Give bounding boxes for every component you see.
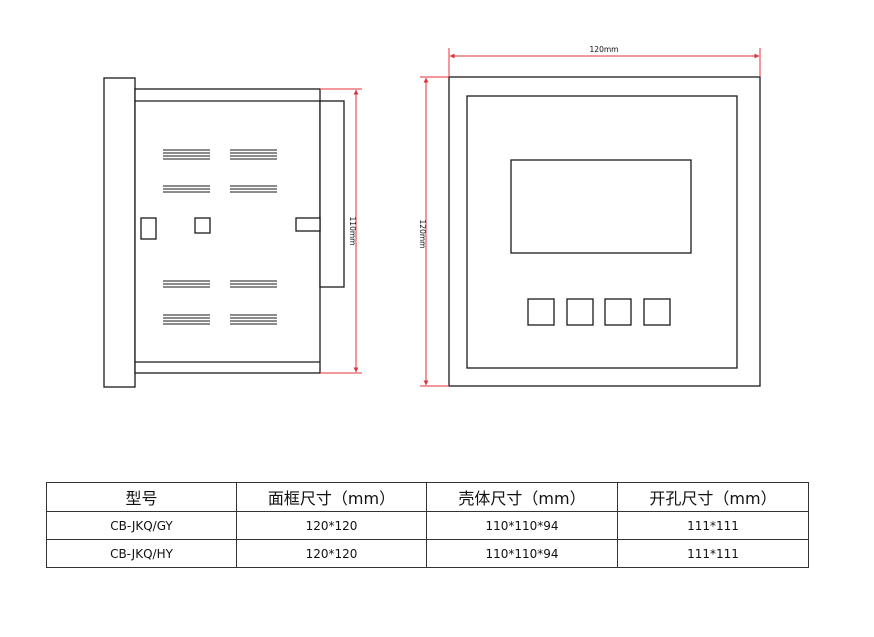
table-row: CB-JKQ/GY 120*120 110*110*94 111*111 bbox=[46, 511, 809, 540]
front-panel-bezel bbox=[466, 95, 738, 369]
side-slot-left bbox=[140, 217, 157, 240]
dimension-drawing: 110mm 120mm 120mm bbox=[103, 45, 761, 388]
front-width-dimension bbox=[448, 48, 761, 77]
vent-slot-group bbox=[163, 149, 210, 160]
front-panel-frame bbox=[448, 76, 761, 387]
table-header-row: 型号 面框尺寸（mm） 壳体尺寸（mm） 开孔尺寸（mm） bbox=[46, 482, 809, 512]
cell-model: CB-JKQ/GY bbox=[46, 511, 237, 540]
header-housing-size: 壳体尺寸（mm） bbox=[426, 482, 618, 512]
cell-panel-size: 120*120 bbox=[236, 511, 427, 540]
vent-slot-group bbox=[230, 185, 277, 193]
cell-housing-size: 110*110*94 bbox=[426, 539, 618, 568]
front-key-4[interactable] bbox=[643, 298, 671, 326]
cell-housing-size: 110*110*94 bbox=[426, 511, 618, 540]
front-view bbox=[448, 76, 761, 387]
side-height-label: 110mm bbox=[348, 217, 357, 246]
table-row: CB-JKQ/HY 120*120 110*110*94 111*111 bbox=[46, 539, 809, 568]
vent-slot-group bbox=[230, 149, 277, 160]
side-slot-small bbox=[194, 217, 211, 234]
side-rear-plate bbox=[319, 100, 345, 288]
spec-table: 型号 面框尺寸（mm） 壳体尺寸（mm） 开孔尺寸（mm） CB-JKQ/GY … bbox=[46, 482, 809, 568]
cell-panel-size: 120*120 bbox=[236, 539, 427, 568]
header-cutout-size: 开孔尺寸（mm） bbox=[617, 482, 809, 512]
cell-model: CB-JKQ/HY bbox=[46, 539, 237, 568]
vent-slot-group bbox=[163, 280, 210, 288]
front-key-1[interactable] bbox=[527, 298, 555, 326]
side-housing-body bbox=[134, 88, 321, 374]
vent-slot-group bbox=[163, 314, 210, 325]
side-vent-grilles bbox=[163, 149, 277, 325]
cell-cutout-size: 111*111 bbox=[617, 539, 809, 568]
vent-slot-group bbox=[230, 314, 277, 325]
vent-slot-group bbox=[163, 185, 210, 193]
vent-slot-group bbox=[230, 280, 277, 288]
side-view bbox=[103, 77, 345, 388]
side-connector-tab bbox=[295, 217, 321, 232]
cell-cutout-size: 111*111 bbox=[617, 511, 809, 540]
header-panel-size: 面框尺寸（mm） bbox=[236, 482, 427, 512]
front-width-label: 120mm bbox=[590, 45, 619, 54]
front-height-dimension bbox=[420, 76, 449, 387]
side-front-flange bbox=[103, 77, 136, 388]
front-key-3[interactable] bbox=[604, 298, 632, 326]
lcd-display-window bbox=[510, 159, 692, 254]
front-key-2[interactable] bbox=[566, 298, 594, 326]
front-height-label: 120mm bbox=[418, 220, 427, 249]
header-model: 型号 bbox=[46, 482, 237, 512]
side-height-dimension bbox=[320, 88, 362, 374]
